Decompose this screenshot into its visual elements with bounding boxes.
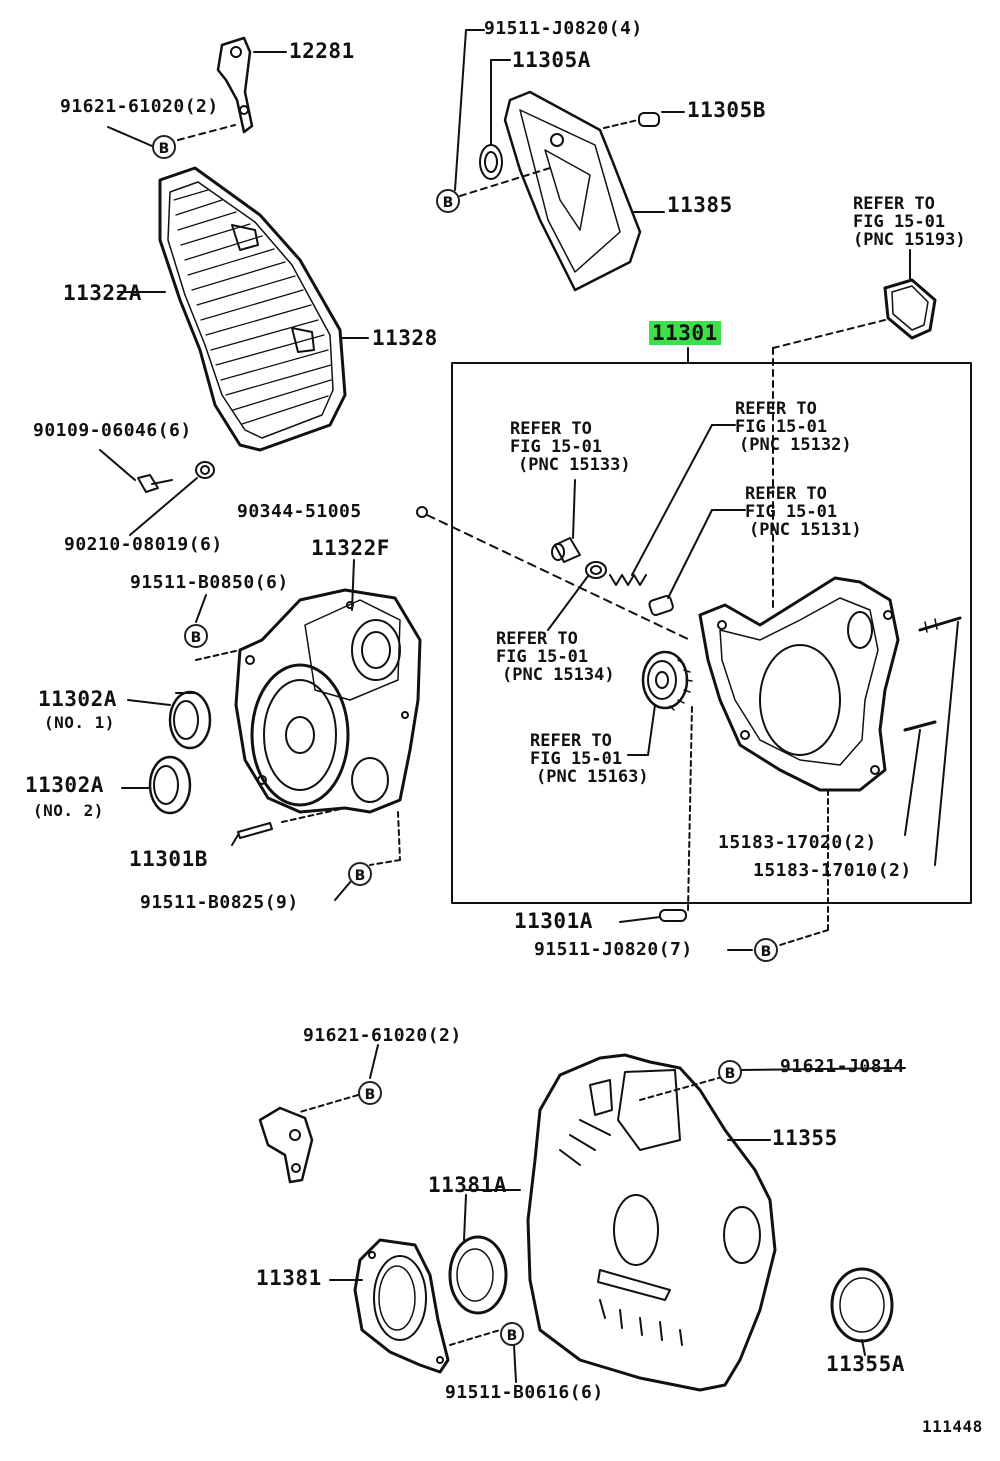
ref-pnc-15131[interactable]: REFER TO FIG 15-01 (PNC 15131) bbox=[745, 485, 862, 539]
ref-pnc-15163[interactable]: REFER TO FIG 15-01 (PNC 15163) bbox=[530, 732, 649, 786]
bolt-marker-b: B bbox=[754, 938, 778, 962]
ref-line: REFER TO bbox=[853, 194, 935, 214]
gear-15163 bbox=[641, 650, 693, 711]
label-91621-J0814[interactable]: 91621-J0814 bbox=[780, 1056, 905, 1077]
label-90109-06046[interactable]: 90109-06046(6) bbox=[33, 420, 192, 441]
timing-cover-11322F bbox=[234, 588, 422, 814]
label-11302A-no2[interactable]: 11302A bbox=[25, 773, 104, 797]
ref-line: (PNC 15132) bbox=[739, 435, 852, 455]
ref-line: (PNC 15163) bbox=[536, 767, 649, 787]
ref-line: REFER TO bbox=[735, 399, 817, 419]
plate-11385 bbox=[503, 90, 642, 292]
pin-11305B bbox=[638, 112, 660, 127]
label-11301-highlighted[interactable]: 11301 bbox=[649, 321, 721, 345]
ref-line: (PNC 15133) bbox=[518, 455, 631, 475]
plug-90344 bbox=[416, 506, 428, 518]
label-90210-08019[interactable]: 90210-08019(6) bbox=[64, 534, 223, 555]
label-11302A-no1[interactable]: 11302A bbox=[38, 687, 117, 711]
ref-pnc-15193[interactable]: REFER TO FIG 15-01 (PNC 15193) bbox=[853, 195, 966, 249]
oil-seal-11381A bbox=[448, 1235, 508, 1315]
bolt-marker-b: B bbox=[152, 135, 176, 159]
retainer-11381 bbox=[353, 1238, 450, 1374]
washer-90210 bbox=[195, 461, 215, 479]
label-12281[interactable]: 12281 bbox=[289, 39, 355, 63]
label-91511-J0820-7[interactable]: 91511-J0820(7) bbox=[534, 939, 693, 960]
label-11328[interactable]: 11328 bbox=[372, 326, 438, 350]
stud-15183-17020 bbox=[918, 616, 962, 633]
label-11381A[interactable]: 11381A bbox=[428, 1173, 507, 1197]
label-11305B[interactable]: 11305B bbox=[687, 98, 766, 122]
ref-line: REFER TO bbox=[530, 731, 612, 751]
ref-pnc-15133[interactable]: REFER TO FIG 15-01 (PNC 15133) bbox=[510, 420, 631, 474]
ref-line: FIG 15-01 bbox=[745, 502, 838, 522]
end-plate-11355 bbox=[526, 1053, 777, 1392]
ref-line: (PNC 15131) bbox=[749, 520, 862, 540]
ref-line: FIG 15-01 bbox=[510, 437, 603, 457]
bolt-marker-b: B bbox=[348, 862, 372, 886]
oil-seal-11302A-no1 bbox=[168, 690, 212, 750]
ref-line: FIG 15-01 bbox=[853, 212, 946, 232]
o-ring-15193 bbox=[883, 278, 937, 340]
ref-line: (PNC 15193) bbox=[853, 230, 966, 250]
ref-line: FIG 15-01 bbox=[735, 417, 828, 437]
ref-line: FIG 15-01 bbox=[496, 647, 589, 667]
stud-15183-17010 bbox=[903, 720, 937, 732]
ref-pnc-15132[interactable]: REFER TO FIG 15-01 (PNC 15132) bbox=[735, 400, 852, 454]
label-11305A[interactable]: 11305A bbox=[512, 48, 591, 72]
label-11322A[interactable]: 11322A bbox=[63, 281, 142, 305]
label-11301B[interactable]: 11301B bbox=[129, 847, 208, 871]
label-11302A-no1-sub: (NO. 1) bbox=[44, 713, 115, 732]
pin-11301A bbox=[659, 909, 687, 922]
label-91511-B0616[interactable]: 91511-B0616(6) bbox=[445, 1382, 604, 1403]
bolt-marker-b: B bbox=[500, 1322, 524, 1346]
ref-line: REFER TO bbox=[745, 484, 827, 504]
oil-pump-body bbox=[698, 576, 900, 792]
ref-pnc-15134[interactable]: REFER TO FIG 15-01 (PNC 15134) bbox=[496, 630, 615, 684]
ref-line: (PNC 15134) bbox=[502, 665, 615, 685]
label-15183-17010[interactable]: 15183-17010(2) bbox=[753, 860, 912, 881]
label-11385[interactable]: 11385 bbox=[667, 193, 733, 217]
bracket-91621 bbox=[258, 1106, 314, 1184]
ref-line: REFER TO bbox=[510, 419, 592, 439]
plug-15133 bbox=[551, 537, 581, 563]
bolt-marker-b: B bbox=[436, 189, 460, 213]
seal-11305A bbox=[479, 144, 503, 180]
spring-15132 bbox=[609, 574, 647, 586]
bolt-90109 bbox=[137, 474, 173, 493]
valve-15131 bbox=[648, 594, 674, 616]
gasket-15134 bbox=[585, 561, 607, 579]
bracket-12281 bbox=[216, 36, 254, 134]
ref-line: REFER TO bbox=[496, 629, 578, 649]
gasket-11355A bbox=[830, 1267, 894, 1343]
label-11355[interactable]: 11355 bbox=[772, 1126, 838, 1150]
bolt-marker-b: B bbox=[718, 1060, 742, 1084]
assembly-frame bbox=[451, 362, 972, 904]
pin-11301B bbox=[237, 822, 273, 839]
label-91511-J0820-4[interactable]: 91511-J0820(4) bbox=[484, 18, 643, 39]
label-11301A[interactable]: 11301A bbox=[514, 909, 593, 933]
cover-11322A bbox=[158, 166, 347, 452]
diagram-id: 111448 bbox=[922, 1417, 983, 1436]
ref-line: FIG 15-01 bbox=[530, 749, 623, 769]
oil-seal-11302A-no2 bbox=[148, 755, 192, 815]
label-15183-17020[interactable]: 15183-17020(2) bbox=[718, 832, 877, 853]
label-11301-text: 11301 bbox=[649, 321, 721, 345]
label-90344-51005[interactable]: 90344-51005 bbox=[237, 501, 362, 522]
label-11322F[interactable]: 11322F bbox=[311, 536, 390, 560]
label-91511-B0825[interactable]: 91511-B0825(9) bbox=[140, 892, 299, 913]
label-91621-61020-bottom[interactable]: 91621-61020(2) bbox=[303, 1025, 462, 1046]
label-11355A[interactable]: 11355A bbox=[826, 1352, 905, 1376]
label-91621-61020-top[interactable]: 91621-61020(2) bbox=[60, 96, 219, 117]
label-11302A-no2-sub: (NO. 2) bbox=[33, 801, 104, 820]
label-91511-B0850[interactable]: 91511-B0850(6) bbox=[130, 572, 289, 593]
label-11381[interactable]: 11381 bbox=[256, 1266, 322, 1290]
bolt-marker-b: B bbox=[184, 624, 208, 648]
bolt-marker-b: B bbox=[358, 1081, 382, 1105]
